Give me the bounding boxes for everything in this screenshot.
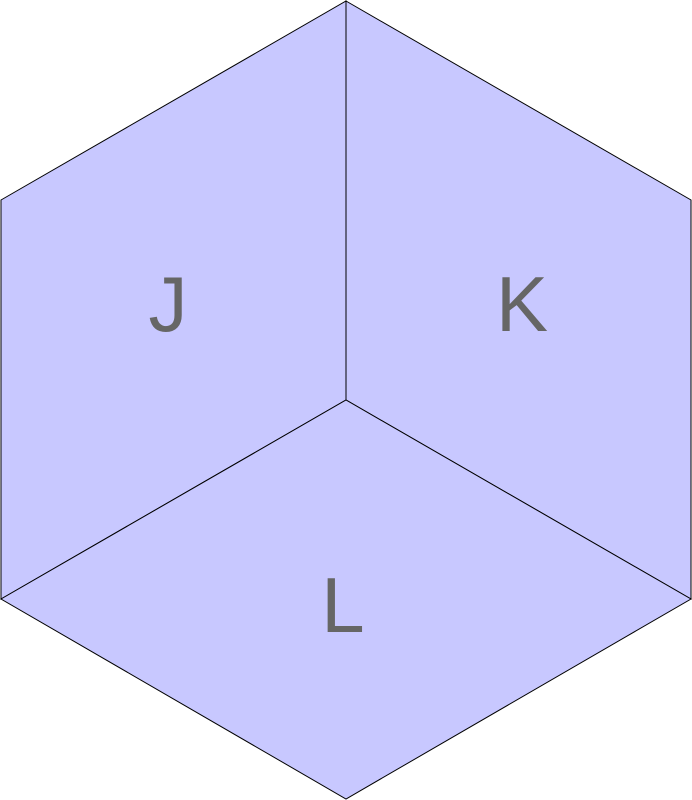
face-label-right: K — [496, 260, 548, 348]
face-label-bottom: L — [321, 561, 364, 649]
face-label-left: J — [149, 260, 188, 348]
cube-face-bottom — [0, 399, 692, 800]
